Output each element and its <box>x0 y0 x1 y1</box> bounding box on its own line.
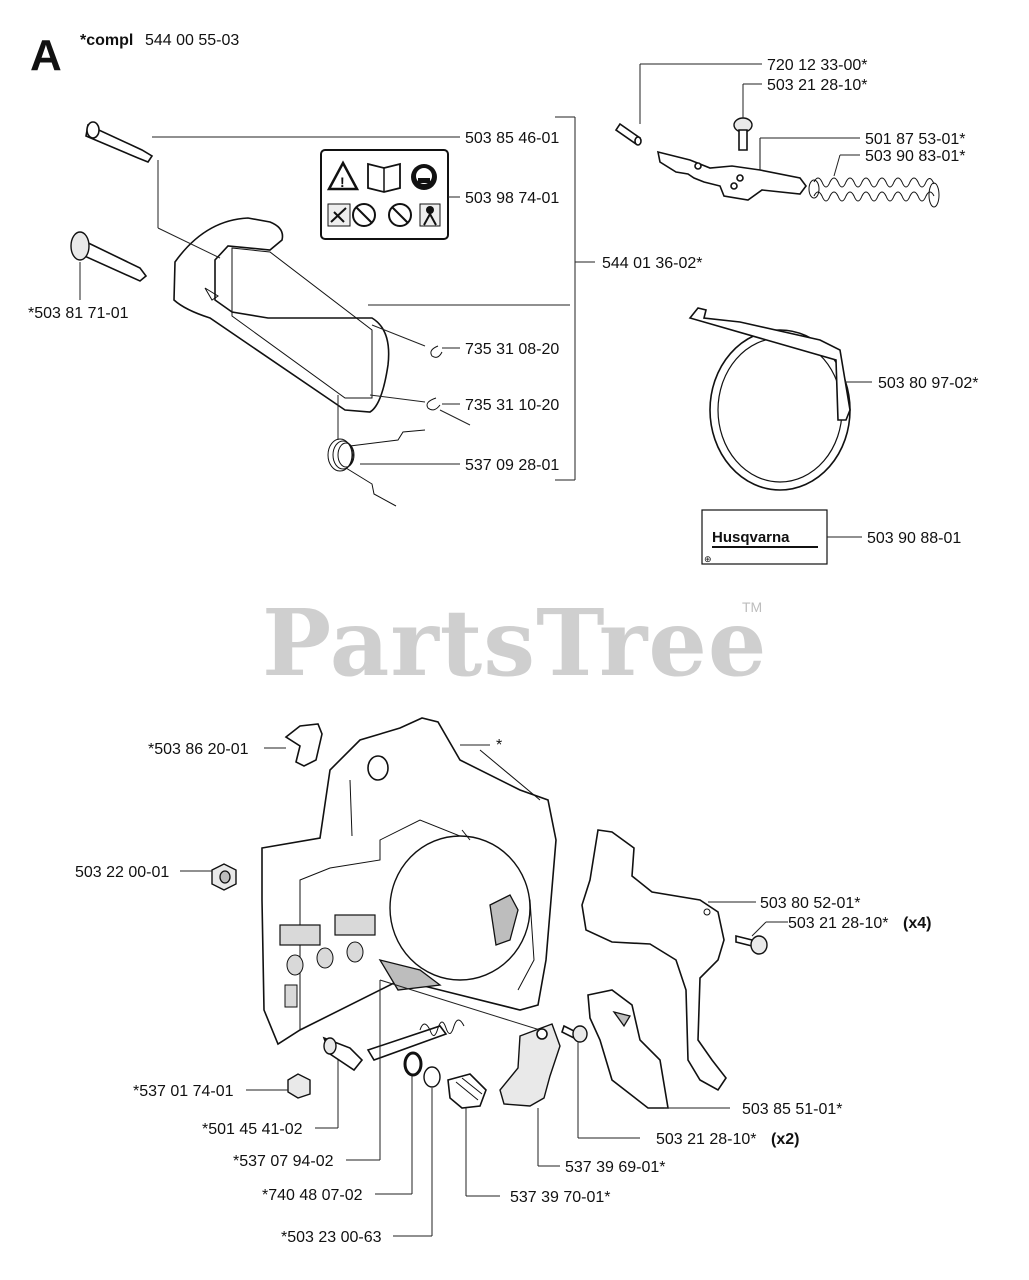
label-501-87-53-01: 501 87 53-01* <box>865 131 966 148</box>
label-qty-x2: (x2) <box>771 1131 799 1148</box>
label-503-85-46-01: 503 85 46-01 <box>465 130 559 147</box>
label-503-90-83-01: 503 90 83-01* <box>865 148 966 165</box>
label-503-85-51-01: 503 85 51-01* <box>742 1101 843 1118</box>
label-503-21-28-10-x4: 503 21 28-10* <box>788 915 889 932</box>
kit-prefix: *compl <box>80 32 133 49</box>
protective-gear-icon <box>419 203 441 227</box>
no-one-hand-icon <box>352 203 376 227</box>
warning-triangle-icon <box>326 160 360 191</box>
screw-503-21-28-10-x4 <box>735 934 768 955</box>
section-letter: A <box>30 31 62 80</box>
no-single-hand-cut-icon <box>388 203 412 227</box>
o-ring-740-48-07-02 <box>403 1051 423 1077</box>
watermark-trademark: TM <box>742 599 762 615</box>
nut-537-01-74-01 <box>287 1073 311 1099</box>
manual-book-icon <box>367 162 401 193</box>
label-537-39-69-01: 537 39 69-01* <box>565 1159 666 1176</box>
chain-brake-handle <box>173 217 390 413</box>
plate-503-85-51-01 <box>587 989 669 1109</box>
pin-503-85-46-01 <box>85 121 154 163</box>
label-503-98-74-01: 503 98 74-01 <box>465 190 559 207</box>
screw-503-21-28-10-top <box>733 117 753 151</box>
pin-501-45-41-02 <box>322 1036 364 1072</box>
label-735-31-08-20: 735 31 08-20 <box>465 341 559 358</box>
pump-plunger-537-07-94-02 <box>366 1019 465 1061</box>
label-503-90-88-01: 503 90 88-01 <box>867 530 961 547</box>
label-720-12-33-00: 720 12 33-00* <box>767 57 868 74</box>
svg-text:!: ! <box>340 174 345 190</box>
label-735-31-10-20: 735 31 10-20 <box>465 397 559 414</box>
pin-720-12-33-00 <box>614 122 642 146</box>
label-qty-x4: (x4) <box>903 915 931 932</box>
husqvarna-decal-503-90-88-01: Husqvarna ⊕ <box>701 509 828 565</box>
pump-body-537-39-69-01 <box>499 1023 561 1107</box>
svg-text:⊕: ⊕ <box>704 555 712 565</box>
clip-503-86-20-01 <box>284 723 323 767</box>
label-537-09-28-01: 537 09 28-01 <box>465 457 559 474</box>
label-537-01-74-01: *537 01 74-01 <box>133 1083 234 1100</box>
label-544-01-36-02: 544 01 36-02* <box>602 255 703 272</box>
brake-lever-501-87-53-01 <box>656 138 807 201</box>
label-503-21-28-10-top: 503 21 28-10* <box>767 77 868 94</box>
label-503-81-71-01: *503 81 71-01 <box>28 305 129 322</box>
pivot-503-81-71-01 <box>70 231 148 282</box>
safety-decal-503-98-74-01: ! <box>320 149 449 240</box>
label-503-22-00-01: 503 22 00-01 <box>75 864 169 881</box>
label-503-80-97-02: 503 80 97-02* <box>878 375 979 392</box>
watermark: PartsTree <box>262 589 767 697</box>
sprocket-guard-503-80-52-01 <box>581 829 727 1092</box>
nut-503-22-00-01 <box>211 863 237 891</box>
label-503-23-00-63: *503 23 00-63 <box>281 1229 382 1246</box>
clip-735-31-10-20 <box>426 397 441 411</box>
label-537-39-70-01: 537 39 70-01* <box>510 1189 611 1206</box>
spring-537-09-28-01 <box>327 429 426 507</box>
screw-503-21-28-10-x2 <box>561 1024 588 1043</box>
kickback-icon <box>327 203 351 227</box>
spring-503-90-83-01 <box>808 177 940 208</box>
label-740-48-07-02: *740 48 07-02 <box>262 1187 363 1204</box>
label-501-45-41-02: *501 45 41-02 <box>202 1121 303 1138</box>
kit-number: 544 00 55-03 <box>145 32 239 49</box>
ear-eye-protection-icon <box>411 164 437 190</box>
label-housing-asterisk: * <box>496 737 502 754</box>
worm-gear-537-39-70-01 <box>447 1073 487 1109</box>
label-503-21-28-10-x2: 503 21 28-10* <box>656 1131 757 1148</box>
label-537-07-94-02: *537 07 94-02 <box>233 1153 334 1170</box>
leaders-top-right <box>639 63 872 538</box>
brake-band-503-80-97-02 <box>688 307 851 491</box>
leaders-top-left <box>79 116 595 481</box>
leaders-bottom <box>180 744 788 1237</box>
clip-735-31-08-20 <box>430 345 443 358</box>
label-503-80-52-01: 503 80 52-01* <box>760 895 861 912</box>
husqvarna-logo-text: Husqvarna <box>712 529 790 546</box>
o-ring-503-23-00-63 <box>423 1066 441 1088</box>
clutch-cover-housing <box>261 717 557 1046</box>
label-503-86-20-01: *503 86 20-01 <box>148 741 249 758</box>
